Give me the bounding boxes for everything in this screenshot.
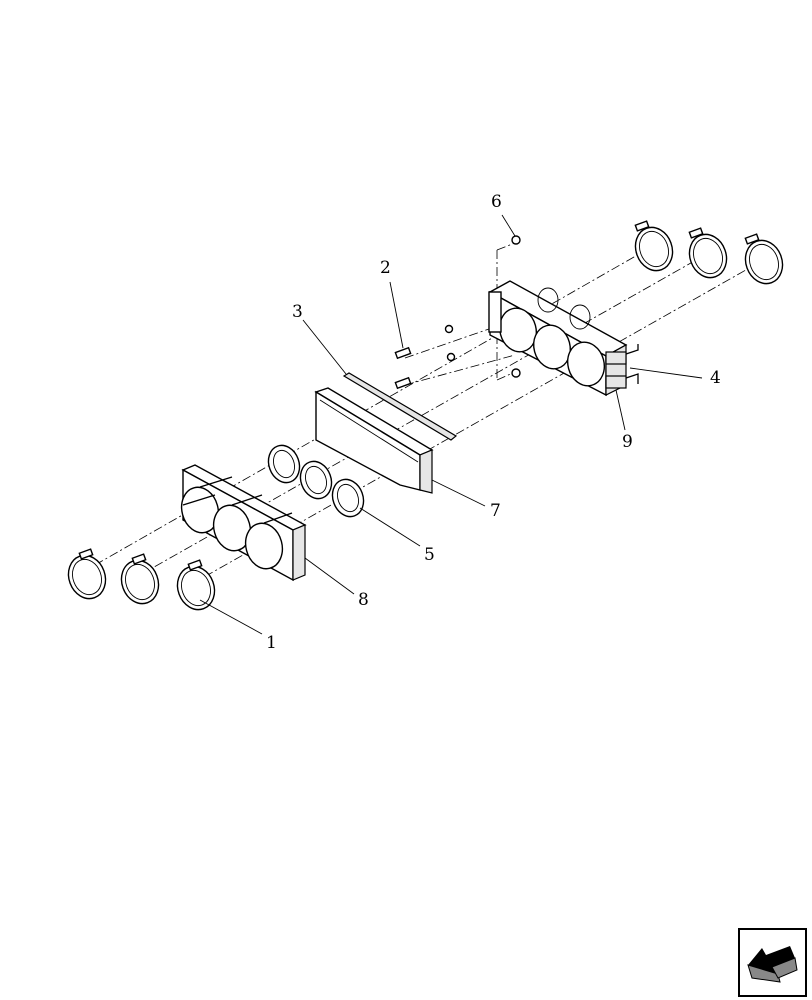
clamp-brackets <box>605 344 639 389</box>
callout-1: 1 <box>266 633 277 653</box>
callout-4: 4 <box>710 368 721 388</box>
ring-gaskets <box>267 444 365 518</box>
hose-clamps-front <box>67 548 216 611</box>
callout-8: 8 <box>358 590 369 610</box>
front-tube-housing <box>180 464 307 582</box>
callout-6: 6 <box>491 192 502 212</box>
nuts <box>511 235 521 378</box>
callout-2: 2 <box>380 258 391 278</box>
callout-5: 5 <box>424 545 435 565</box>
seal-strip <box>342 372 458 441</box>
leader-lines <box>199 214 703 635</box>
callout-7: 7 <box>490 501 501 521</box>
mounting-bracket <box>314 387 434 494</box>
navigation-arrow-icon[interactable] <box>738 928 807 997</box>
callout-3: 3 <box>292 302 303 322</box>
hose-clamps-rear <box>634 220 784 285</box>
assembly-center-lines <box>94 242 761 586</box>
callout-9: 9 <box>622 432 633 452</box>
rear-tube-housing <box>488 280 628 397</box>
bolts <box>394 324 456 390</box>
callout-numbers: 1 2 3 4 5 6 7 8 9 <box>266 192 721 653</box>
